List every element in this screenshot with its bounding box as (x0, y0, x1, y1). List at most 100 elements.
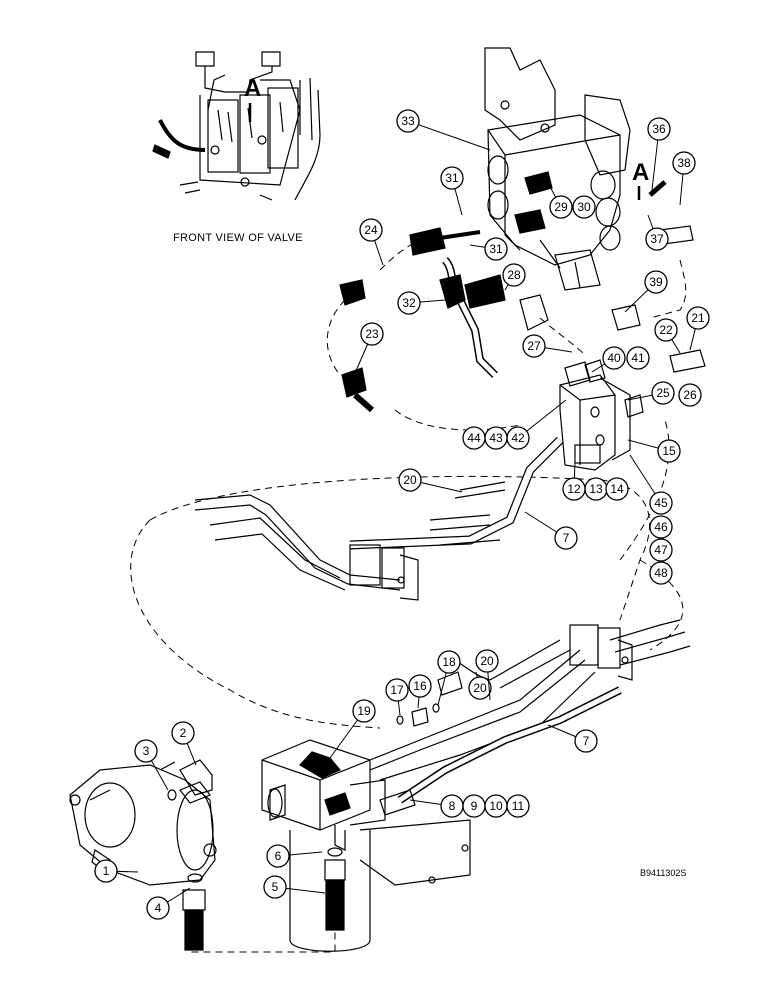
callout-5: 5 (263, 875, 326, 899)
callout-16: 16 (408, 674, 432, 709)
callout-circle (605, 477, 629, 501)
inset-front-view-of-valve (152, 51, 321, 201)
callout-30: 30 (572, 195, 596, 219)
callout-7: 7 (547, 724, 598, 753)
callout-40: 40 (591, 346, 626, 373)
callout-number: 38 (677, 156, 691, 170)
callout-4: 4 (146, 887, 191, 920)
callout-number: 36 (652, 122, 666, 136)
callout-circle (484, 237, 508, 261)
callout-circle (146, 896, 170, 920)
callout-number: 3 (143, 744, 150, 758)
callout-number: 27 (527, 339, 541, 353)
callout-number: 17 (390, 683, 404, 697)
callout-39: 39 (624, 270, 668, 313)
callout-number: 31 (445, 171, 459, 185)
callout-44: 44 (462, 426, 486, 450)
callout-circle (645, 227, 669, 251)
callout-48: 48 (649, 561, 673, 585)
callout-circle (654, 318, 678, 342)
callout-number: 29 (554, 200, 568, 214)
callout-leader (407, 120, 491, 151)
callout-circle (626, 346, 650, 370)
callout-circle (644, 270, 668, 294)
callout-circle (649, 515, 673, 539)
callout-number: 43 (489, 431, 503, 445)
control-valve-bank (484, 47, 631, 291)
hydraulic-tube-runs (194, 436, 691, 804)
callout-number: 37 (650, 232, 664, 246)
callout-circle (657, 439, 681, 463)
callout-number: 20 (480, 654, 494, 668)
callout-number: 12 (567, 482, 581, 496)
callout-number: 39 (649, 275, 663, 289)
callout-number: 32 (402, 296, 416, 310)
auxiliary-valve (559, 359, 644, 471)
callout-number: 47 (654, 543, 668, 557)
callout-circle (686, 306, 710, 330)
inset-caption: FRONT VIEW OF VALVE (173, 232, 303, 244)
callout-number: 7 (563, 531, 570, 545)
callout-circle (554, 526, 578, 550)
callout-circle (462, 426, 486, 450)
callout-circle (360, 322, 384, 346)
callout-number: 15 (662, 444, 676, 458)
callout-number: 16 (413, 679, 427, 693)
callout-number: 11 (512, 799, 525, 813)
callout-25: 25 (627, 381, 675, 405)
callout-circle (359, 218, 383, 242)
callout-6: 6 (266, 844, 323, 868)
callout-number: 20 (403, 473, 417, 487)
callout-31: 31 (469, 237, 508, 261)
callout-38: 38 (672, 151, 696, 206)
callout-29: 29 (547, 182, 573, 219)
callout-circle (440, 166, 464, 190)
callout-28: 28 (502, 263, 526, 291)
callout-number: 28 (507, 268, 521, 282)
callout-number: 2 (180, 726, 187, 740)
drawing-code: B9411302S (640, 868, 686, 878)
callout-number: 7 (583, 734, 590, 748)
callout-circle (649, 538, 673, 562)
callout-42: 42 (506, 399, 567, 450)
callout-45: 45 (629, 454, 673, 515)
callout-3: 3 (134, 739, 169, 791)
callout-22: 22 (654, 318, 681, 354)
callout-27: 27 (522, 334, 573, 358)
callout-number: 22 (659, 323, 673, 337)
callout-13: 13 (584, 477, 608, 501)
callout-number: 20 (473, 681, 487, 695)
valve-fittings (339, 180, 706, 413)
callout-circle (94, 859, 118, 883)
callout-15: 15 (627, 439, 681, 463)
callout-number: 41 (631, 351, 645, 365)
callout-32: 32 (397, 291, 446, 315)
callout-33: 33 (396, 109, 491, 151)
callout-14: 14 (605, 477, 629, 501)
callout-31: 31 (440, 166, 464, 216)
callout-circle (549, 195, 573, 219)
callout-circle (397, 291, 421, 315)
callout-number: 10 (489, 799, 503, 813)
callout-number: 48 (654, 566, 668, 580)
callout-circle (398, 468, 422, 492)
callout-8: 8 (409, 794, 464, 818)
callout-number: 31 (489, 242, 503, 256)
callout-number: 5 (272, 880, 279, 894)
callout-18: 18 (437, 650, 461, 706)
callout-circle (506, 794, 530, 818)
callout-circle (649, 561, 673, 585)
callout-circle (266, 844, 290, 868)
callout-circle (574, 729, 598, 753)
detail-marker-a: A (632, 159, 649, 186)
callout-7: 7 (524, 511, 578, 550)
callout-number: 46 (654, 520, 668, 534)
callout-circle (408, 674, 432, 698)
callout-circle (134, 739, 158, 763)
hydraulic-pump (69, 761, 217, 886)
callout-43: 43 (484, 426, 508, 450)
callout-circle (522, 334, 546, 358)
callout-circle (468, 676, 492, 700)
callout-circle (572, 195, 596, 219)
